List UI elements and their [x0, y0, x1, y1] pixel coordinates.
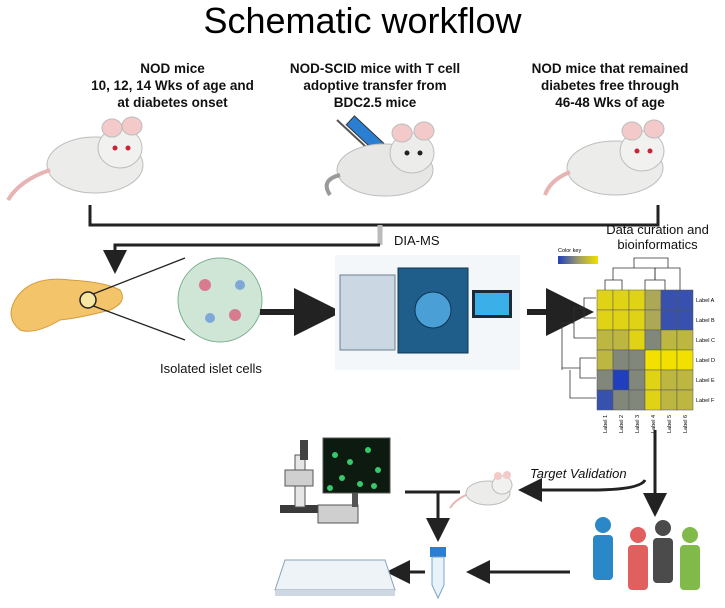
color-key-label: Color key [558, 248, 581, 254]
heatmap-cell [660, 389, 678, 411]
heatmap-cell [596, 329, 614, 351]
heatmap-row-labels: Label A Label B Label C Label D Label E Label… [696, 298, 715, 404]
heatmap-cell [628, 309, 646, 331]
isolated-islet-cells-label: Isolated islet cells [160, 361, 262, 376]
well-plate-icon [274, 559, 396, 596]
heatmap-row-label: Label A [696, 298, 715, 304]
heatmap-cell [612, 389, 630, 411]
fluorescence-monitor-icon [317, 437, 391, 524]
column-label-diabetes-free: NOD mice that remained diabetes free thr… [531, 61, 689, 110]
mass-spectrometer-icon [335, 255, 520, 370]
heatmap-cell [612, 309, 630, 331]
islet-zoom-icon [79, 257, 263, 343]
heatmap-cell [660, 329, 678, 351]
mouse-nod-scid-icon [324, 121, 435, 197]
heatmap-col-labels: Label 1 Label 2 Label 3 Label 4 Label 5 Label… [603, 415, 689, 433]
dia-ms-label: DIA-MS [394, 233, 440, 248]
heatmap-cell [644, 329, 662, 351]
heatmap-cell [676, 349, 694, 371]
heatmap-cell [660, 289, 678, 311]
microscope-icon [280, 440, 320, 513]
heatmap-cell [628, 349, 646, 371]
heatmap-row-label: Label F [696, 398, 715, 404]
heatmap-col-label: Label 4 [651, 415, 657, 433]
heatmap-col-label: Label 1 [603, 415, 609, 433]
heatmap-cell [612, 329, 630, 351]
bioinformatics-label: Data curation and bioinformatics [606, 222, 709, 252]
heatmap-cell [628, 389, 646, 411]
heatmap-cell [644, 309, 662, 331]
arrow-to-tube [405, 490, 450, 542]
column-label-nod: NOD mice 10, 12, 14 Wks of age and at di… [91, 61, 254, 110]
heatmap-cell [660, 349, 678, 371]
heatmap-cell [628, 329, 646, 351]
heatmap-cell [596, 369, 614, 391]
target-validation-label: Target Validation [530, 466, 627, 481]
heatmap-cell [676, 369, 694, 391]
page-title: Schematic workflow [203, 0, 522, 41]
heatmap-col-label: Label 6 [683, 415, 689, 433]
heatmap-col-label: Label 3 [635, 415, 641, 433]
column-label-nod-scid: NOD-SCID mice with T cell adoptive trans… [289, 61, 461, 110]
heatmap-cell [612, 369, 630, 391]
pancreas-icon [10, 278, 123, 332]
heatmap-cell [612, 349, 630, 371]
heatmap-col-label: Label 5 [667, 415, 673, 433]
heatmap-cell [596, 309, 614, 331]
row-dendrogram [561, 297, 596, 399]
heatmap-cell [596, 289, 614, 311]
validation-mouse-icon [449, 471, 513, 509]
heatmap-cell [676, 329, 694, 351]
heatmap-cell [676, 309, 694, 331]
heatmap-row-label: Label C [696, 338, 715, 344]
mouse-nod-icon [6, 116, 144, 202]
heatmap-cell [644, 289, 662, 311]
heatmap-cell [612, 289, 630, 311]
heatmap-row-label: Label E [696, 378, 715, 384]
heatmap-col-label: Label 2 [619, 415, 625, 433]
heatmap-row-label: Label B [696, 318, 715, 324]
people-group-icon [593, 517, 700, 590]
heatmap-cells [596, 289, 694, 411]
column-dendrogram [604, 257, 681, 290]
heatmap-cell [644, 389, 662, 411]
heatmap-cell [676, 289, 694, 311]
heatmap-cell [596, 349, 614, 371]
merge-bracket [88, 205, 660, 274]
arrow-target-validation [518, 478, 647, 502]
mouse-nod-diabetes-free-icon [543, 119, 665, 196]
heatmap-cell [628, 289, 646, 311]
heatmap-cell [628, 369, 646, 391]
heatmap-row-label: Label D [696, 358, 715, 364]
sample-tube-icon [430, 547, 446, 600]
color-key-bar [558, 256, 598, 264]
heatmap-cell [676, 389, 694, 411]
heatmap-cell [660, 369, 678, 391]
heatmap-cell [596, 389, 614, 411]
heatmap-cell [644, 349, 662, 371]
heatmap-cell [644, 369, 662, 391]
heatmap-cell [660, 309, 678, 331]
